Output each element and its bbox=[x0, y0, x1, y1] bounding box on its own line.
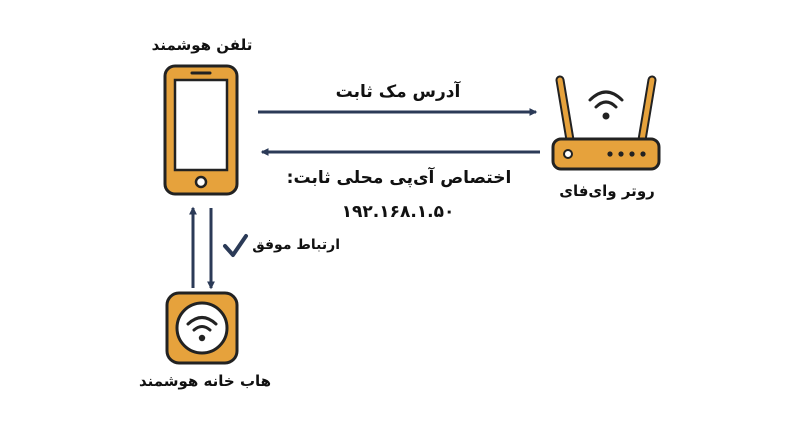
hub-label: هاب خانه هوشمند bbox=[138, 372, 272, 390]
ip-assignment-label: اختصاص آی‌پی محلی ثابت: bbox=[286, 168, 512, 188]
connection-status-label: ارتباط موفق bbox=[252, 237, 340, 253]
wifi-hub-icon bbox=[165, 291, 239, 365]
router-wifi-waves bbox=[588, 90, 624, 120]
router-label: روتر وای‌فای bbox=[559, 182, 655, 200]
checkmark-icon bbox=[223, 234, 248, 257]
smartphone-icon bbox=[163, 64, 239, 196]
phone-label: تلفن هوشمند bbox=[151, 36, 253, 54]
ip-address-value: ۱۹۲.۱۶۸.۱.۵۰ bbox=[341, 202, 455, 222]
mac-address-label: آدرس مک ثابت bbox=[335, 82, 461, 102]
wifi-router-icon bbox=[551, 75, 661, 171]
